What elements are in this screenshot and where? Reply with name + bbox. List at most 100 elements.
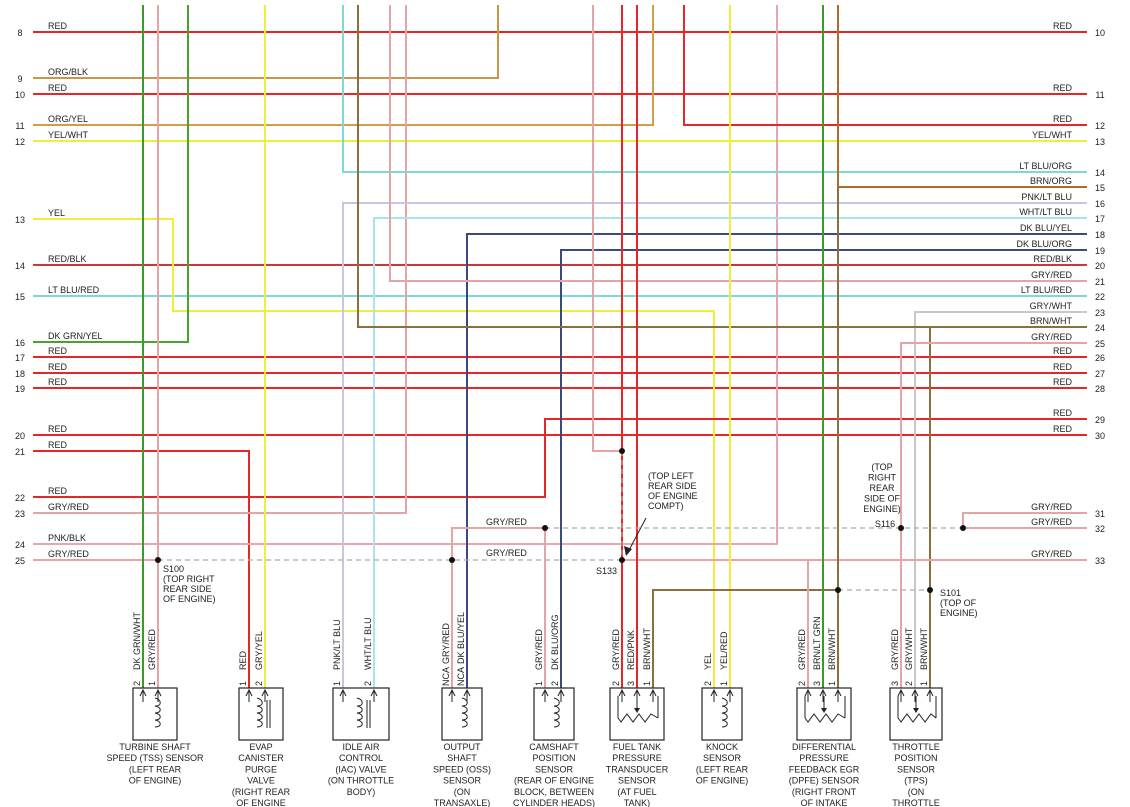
wire-layer: [33, 5, 1087, 688]
pin-number: 2: [363, 681, 373, 686]
pin-number: 1: [238, 681, 248, 686]
splice-location: OF ENGINE: [648, 491, 698, 501]
wire-dk-grn-yel-16: [33, 5, 189, 343]
wire-brn-wht-24b: [929, 326, 1087, 590]
right-wire-number: 29: [1095, 415, 1105, 425]
component-caption: PURGE: [245, 764, 277, 774]
right-wire-number: 25: [1095, 339, 1105, 349]
solenoid-symbol: [356, 697, 363, 728]
splice-location: REAR SIDE: [163, 584, 212, 594]
wire-gry-red-21: [389, 5, 1087, 282]
component-caption: THROTTLE: [892, 798, 940, 807]
pin-number: 2: [550, 681, 560, 686]
s116-dot: [898, 525, 904, 531]
junction-dot: [449, 557, 455, 563]
wire-red-21: [33, 450, 250, 688]
right-wire-number: 12: [1095, 121, 1105, 131]
right-wire-label: LT BLU/RED: [1021, 285, 1073, 295]
left-wire-number: 21: [15, 447, 25, 457]
right-wire-number: 20: [1095, 261, 1105, 271]
coil-symbol: [721, 697, 728, 728]
coil-symbol: [154, 697, 161, 728]
right-wire-number: 26: [1095, 353, 1105, 363]
component-caption: (ON: [908, 787, 925, 797]
right-wire-number: 15: [1095, 183, 1105, 193]
left-wire-label: ORG/YEL: [48, 114, 88, 124]
pin-number: 2: [703, 681, 713, 686]
component-dpfe: [796, 687, 852, 741]
component-body: [238, 687, 284, 741]
left-wire-label: RED/BLK: [48, 254, 87, 264]
component-body: [701, 687, 743, 741]
component-caption: SPEED (OSS): [433, 764, 491, 774]
component-body: [332, 687, 390, 741]
wire-gry-red-s116-left: [451, 527, 545, 560]
component-body: [609, 687, 665, 741]
wire-yel-13: [33, 218, 715, 688]
right-wire-number: 14: [1095, 168, 1105, 178]
pin-number: 1: [719, 681, 729, 686]
component-evap: [238, 687, 284, 741]
left-wire-number: 24: [15, 540, 25, 550]
component-caption: PRESSURE: [612, 753, 662, 763]
component-tss: [132, 687, 178, 741]
left-wire-label: RED: [48, 440, 68, 450]
coil-symbol: [461, 697, 468, 728]
component-caption: THROTTLE: [892, 742, 940, 752]
component-body: [441, 687, 483, 741]
wire-gry-red-31: [962, 512, 1087, 528]
pin-wire-color: GRY/YEL: [254, 631, 264, 670]
left-wire-number: 12: [15, 137, 25, 147]
mid-wire-label: GRY/RED: [486, 517, 527, 527]
left-wire-number: 14: [15, 261, 25, 271]
component-caption: (AT FUEL: [617, 787, 656, 797]
right-wire-number: 31: [1095, 509, 1105, 519]
component-caption: SENSOR: [897, 764, 936, 774]
right-wire-number: 19: [1095, 246, 1105, 256]
component-body: [796, 687, 852, 741]
right-wire-label: GRY/RED: [1031, 549, 1072, 559]
pin-wire-color: RED/PNK: [626, 630, 636, 670]
component-caption: SENSOR: [703, 753, 742, 763]
component-caption: (IAC) VALVE: [335, 764, 386, 774]
right-wire-number: 16: [1095, 199, 1105, 209]
left-wire-label: RED: [48, 362, 68, 372]
pin-wire-color: PNK/LT BLU: [332, 619, 342, 670]
component-caption: POSITION: [894, 753, 937, 763]
pin-number: 1: [534, 681, 544, 686]
component-caption: SENSOR: [535, 764, 574, 774]
pin-wire-color: BRN/LT GRN: [812, 616, 822, 670]
right-wire-number: 28: [1095, 384, 1105, 394]
component-iac: [332, 687, 390, 741]
wire-gry-red-23: [33, 5, 407, 514]
left-wire-number: 20: [15, 431, 25, 441]
left-wire-number: 11: [15, 121, 24, 131]
component-caption: (LEFT REAR: [129, 764, 182, 774]
pin-wire-color: WHT/LT BLU: [363, 617, 373, 670]
left-wire-number: 18: [15, 369, 25, 379]
component-caption: TRANSAXLE): [434, 798, 491, 807]
component-caption: TANK): [624, 798, 650, 807]
junction-dot: [960, 525, 966, 531]
s100-dot: [155, 557, 161, 563]
right-wire-label: GRY/RED: [1031, 332, 1072, 342]
component-caption: CANISTER: [238, 753, 284, 763]
wire-gry-wht-23: [914, 311, 1087, 688]
wire-brn-wht-ftp: [652, 589, 838, 688]
component-caption: VALVE: [247, 776, 275, 786]
component-caption: (RIGHT FRONT: [792, 787, 857, 797]
component-caption: CONTROL: [339, 753, 383, 763]
right-wire-number: 17: [1095, 214, 1105, 224]
component-caption: SENSOR: [618, 776, 657, 786]
component-knock: [701, 687, 743, 741]
right-wire-label: RED: [1053, 424, 1073, 434]
wiper-arrow: [821, 708, 827, 713]
right-wire-label: LT BLU/ORG: [1019, 161, 1072, 171]
component-tps: [889, 687, 943, 741]
splice-location: (TOP RIGHT: [163, 574, 215, 584]
left-wire-label: RED: [48, 486, 68, 496]
pin-wire-color: GRY/RED: [890, 629, 900, 670]
right-wire-number: 27: [1095, 369, 1105, 379]
wire-dk-blu-yel-18: [466, 233, 1087, 688]
pin-wire-color: GRY/RED: [147, 629, 157, 670]
